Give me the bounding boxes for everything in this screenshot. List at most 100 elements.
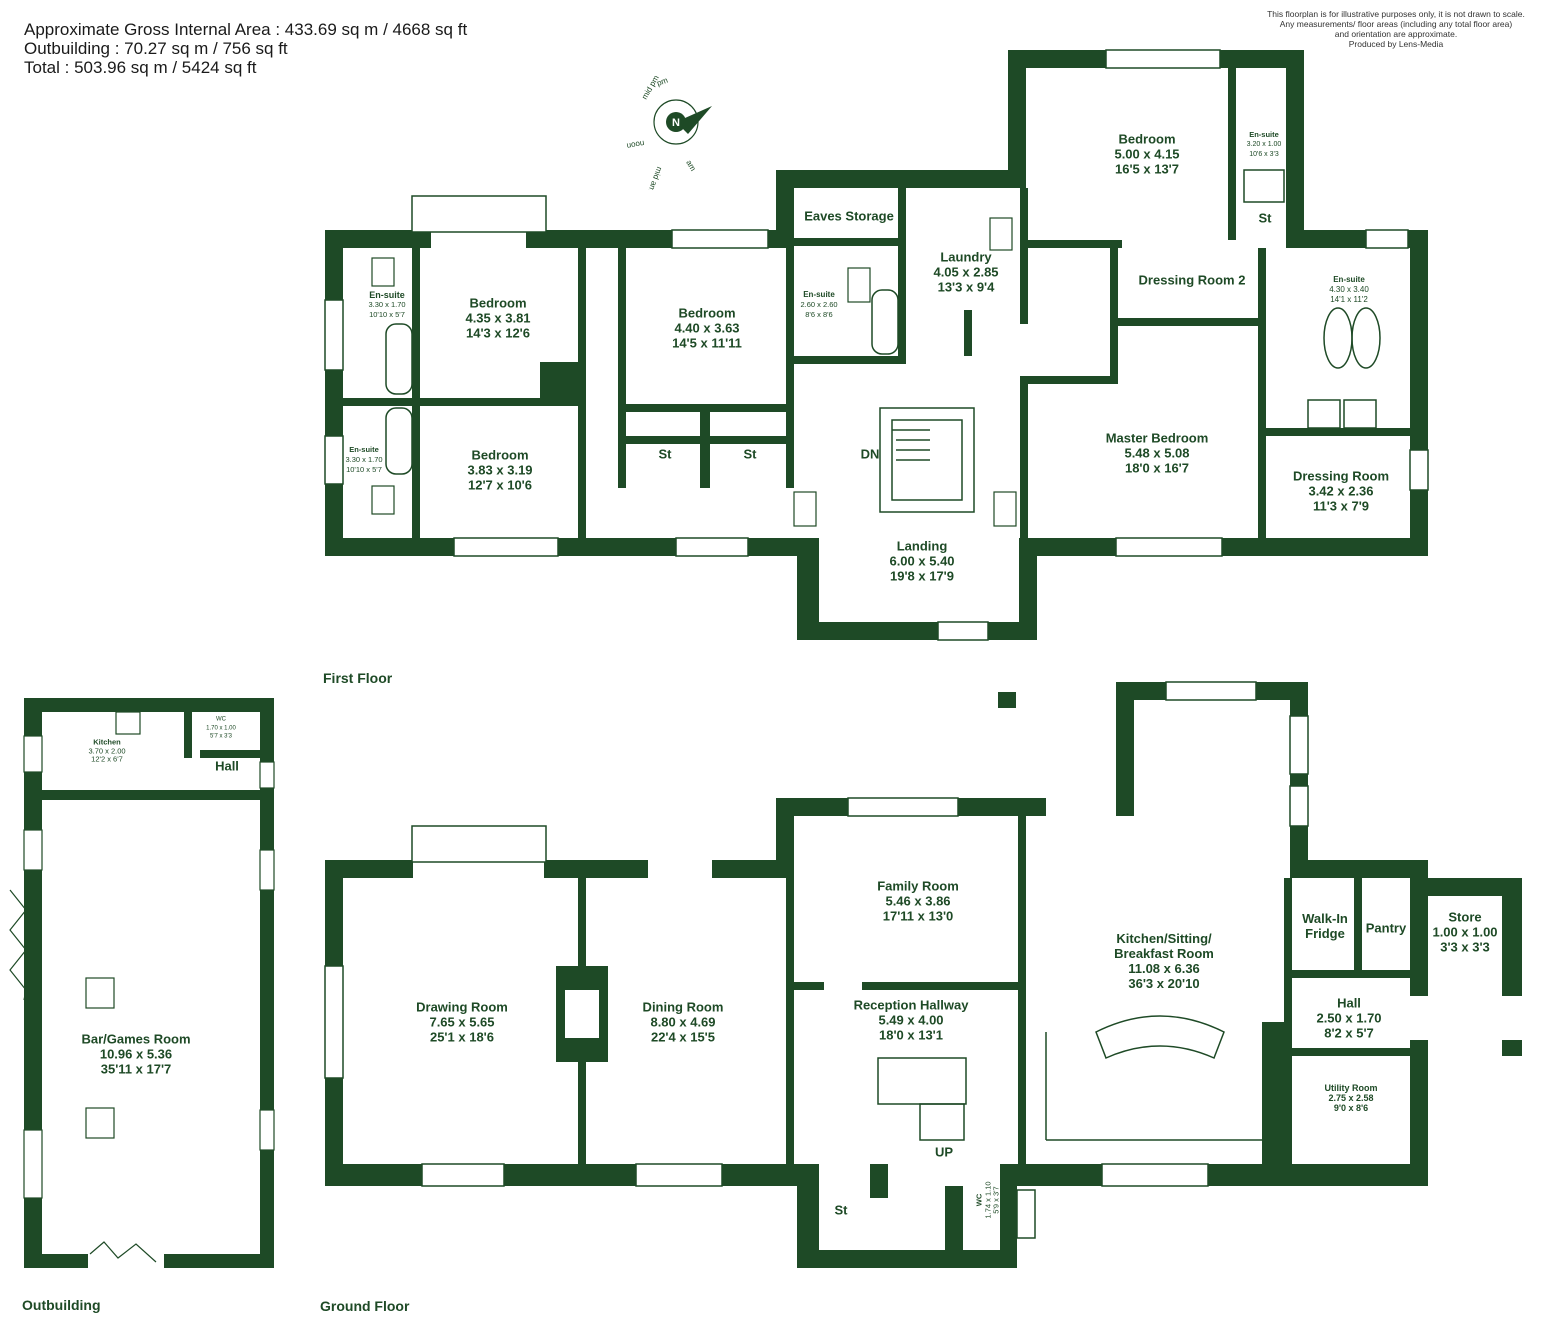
room-metric: 8.80 x 4.69 — [650, 1014, 716, 1030]
room-name: Bar/Games Room — [81, 1031, 191, 1047]
room-metric: 10.96 x 5.36 — [99, 1046, 173, 1062]
room-imperial: 9'0 x 8'6 — [1333, 1103, 1369, 1113]
store-st-label: St — [834, 1202, 848, 1218]
room-metric: 2.60 x 2.60 — [800, 300, 838, 309]
room-metric: 2.50 x 1.70 — [1316, 1010, 1382, 1026]
room-bedroom-1: Bedroom 4.35 x 3.81 14'3 x 12'6 — [465, 296, 530, 341]
compass-pm: pm — [656, 76, 670, 88]
area-summary: Approximate Gross Internal Area : 433.69… — [24, 20, 467, 77]
room-metric: 1.00 x 1.00 — [1432, 924, 1498, 940]
stairs-up-label: UP — [934, 1144, 954, 1160]
room-dressing: Dressing Room 3.42 x 2.36 11'3 x 7'9 — [1293, 469, 1389, 514]
room-metric: 2.75 x 2.58 — [1328, 1093, 1374, 1103]
room-imperial: 3'3 x 3'3 — [1440, 939, 1490, 955]
room-name: Pantry — [1365, 920, 1407, 936]
room-metric: 5.48 x 5.08 — [1124, 445, 1190, 461]
disclaimer-line: Any measurements/ floor areas (including… — [1279, 19, 1513, 29]
room-imperial: 5'9 x 3'7 — [991, 1186, 1001, 1214]
room-name: Bedroom — [678, 305, 736, 321]
room-name: En-suite — [1249, 130, 1279, 139]
room-drawing: Drawing Room 7.65 x 5.65 25'1 x 18'6 — [416, 1000, 508, 1045]
compass-icon: N mid pm pm noon mid am am — [626, 73, 712, 190]
room-eaves-storage: Eaves Storage — [804, 209, 894, 224]
room-name: Hall — [215, 758, 239, 774]
gross-area-text: Approximate Gross Internal Area : 433.69… — [24, 20, 468, 39]
room-imperial: 8'2 x 5'7 — [1324, 1025, 1374, 1041]
room-imperial: 8'6 x 8'6 — [805, 310, 833, 319]
room-utility: Utility Room 2.75 x 2.58 9'0 x 8'6 — [1325, 1083, 1378, 1113]
room-name: En-suite — [1333, 275, 1365, 284]
room-metric: 3.30 x 1.70 — [345, 455, 383, 464]
room-name-line2: Breakfast Room — [1114, 946, 1214, 961]
room-name: Master Bedroom — [1105, 430, 1209, 446]
room-outbuilding-wc: WC 1.70 x 1.00 5'7 x 3'3 — [206, 715, 236, 741]
room-ensuite-5: En-suite 4.30 x 3.40 14'1 x 11'2 — [1329, 275, 1369, 305]
total-area-text: Total : 503.96 sq m / 5424 sq ft — [24, 58, 257, 77]
room-metric: 3.42 x 2.36 — [1308, 483, 1374, 499]
room-wc: WC 1.74 x 1.10 5'9 x 3'7 — [974, 1181, 1001, 1218]
room-name: Store — [1448, 909, 1482, 925]
room-bedroom-2: Bedroom 3.83 x 3.19 12'7 x 10'6 — [467, 448, 532, 493]
room-name: Family Room — [877, 878, 959, 894]
room-ensuite-3: En-suite 2.60 x 2.60 8'6 x 8'6 — [800, 290, 837, 320]
store-st-right-label: St — [743, 446, 757, 462]
room-kitchen-sitting-breakfast: Kitchen/Sitting/ Breakfast Room 11.08 x … — [1114, 931, 1214, 991]
room-name: En-suite — [369, 290, 405, 300]
room-bedroom-3: Bedroom 4.40 x 3.63 14'5 x 11'11 — [672, 306, 742, 351]
ground-floor-windows — [324, 681, 1309, 1239]
room-imperial: 10'10 x 5'7 — [369, 310, 405, 319]
room-dining: Dining Room 8.80 x 4.69 22'4 x 15'5 — [643, 1000, 724, 1045]
first-floor-fixtures — [385, 169, 1381, 475]
room-metric: 4.30 x 3.40 — [1329, 285, 1369, 294]
room-imperial: 18'0 x 13'1 — [878, 1027, 944, 1043]
room-imperial: 14'5 x 11'11 — [672, 335, 742, 351]
room-outbuilding-kitchen: Kitchen 3.70 x 2.00 12'2 x 6'7 — [88, 738, 125, 764]
outbuilding-windows — [23, 735, 275, 1199]
room-metric: 3.30 x 1.70 — [368, 300, 406, 309]
room-imperial: 22'4 x 15'5 — [650, 1029, 716, 1045]
disclaimer-line: and orientation are approximate. — [1334, 29, 1458, 39]
room-name: WC — [215, 716, 226, 723]
room-metric: 3.20 x 1.00 — [1246, 141, 1282, 148]
room-imperial: 12'2 x 6'7 — [91, 754, 123, 764]
stairs-down-label: DN — [860, 446, 880, 462]
room-imperial: 12'7 x 10'6 — [467, 477, 533, 493]
room-walkin-fridge: Walk-In Fridge — [1302, 911, 1348, 941]
room-ensuite-1: En-suite 3.30 x 1.70 10'10 x 5'7 — [368, 290, 405, 320]
first-floor-skylights — [371, 217, 1017, 527]
room-metric: 5.46 x 3.86 — [885, 893, 951, 909]
room-name-line1: Walk-In — [1302, 911, 1348, 926]
room-metric: 5.00 x 4.15 — [1114, 146, 1180, 162]
first-floor-stair-block — [540, 362, 584, 398]
room-imperial: 14'1 x 11'2 — [1330, 295, 1368, 304]
room-name: Dressing Room — [1292, 468, 1390, 484]
room-name: Utility Room — [1324, 1083, 1378, 1093]
room-name: Drawing Room — [416, 999, 508, 1015]
room-imperial: 18'0 x 16'7 — [1124, 460, 1190, 476]
room-imperial: 19'8 x 17'9 — [889, 568, 955, 584]
room-outbuilding-hall: Hall — [215, 759, 239, 774]
room-metric: 5.49 x 4.00 — [878, 1012, 944, 1028]
compass-noon: noon — [626, 139, 645, 151]
room-hall: Hall 2.50 x 1.70 8'2 x 5'7 — [1316, 996, 1381, 1041]
room-name: Dining Room — [642, 999, 724, 1015]
room-bedroom-4: Bedroom 5.00 x 4.15 16'5 x 13'7 — [1114, 132, 1179, 177]
room-dressing-2: Dressing Room 2 — [1139, 273, 1246, 288]
room-master-bedroom: Master Bedroom 5.48 x 5.08 18'0 x 16'7 — [1106, 431, 1209, 476]
room-ensuite-2: En-suite 3.30 x 1.70 10'10 x 5'7 — [345, 445, 382, 475]
room-name: Dressing Room 2 — [1138, 272, 1246, 288]
room-metric: 6.00 x 5.40 — [889, 553, 955, 569]
room-imperial: 10'10 x 5'7 — [346, 465, 382, 474]
room-name: En-suite — [803, 290, 835, 299]
room-bar-games: Bar/Games Room 10.96 x 5.36 35'11 x 17'7 — [81, 1032, 190, 1077]
room-name: Kitchen — [93, 737, 121, 747]
compass-am: am — [684, 159, 698, 173]
room-laundry: Laundry 4.05 x 2.85 13'3 x 9'4 — [933, 250, 998, 295]
room-imperial: 36'3 x 20'10 — [1128, 976, 1200, 991]
room-ensuite-4: En-suite 3.20 x 1.00 10'6 x 3'3 — [1247, 130, 1282, 160]
room-name: Bedroom — [1118, 131, 1176, 147]
room-imperial: 16'5 x 13'7 — [1114, 161, 1180, 177]
outbuilding-walls — [24, 698, 274, 1268]
first-floor-windows — [324, 49, 1429, 641]
